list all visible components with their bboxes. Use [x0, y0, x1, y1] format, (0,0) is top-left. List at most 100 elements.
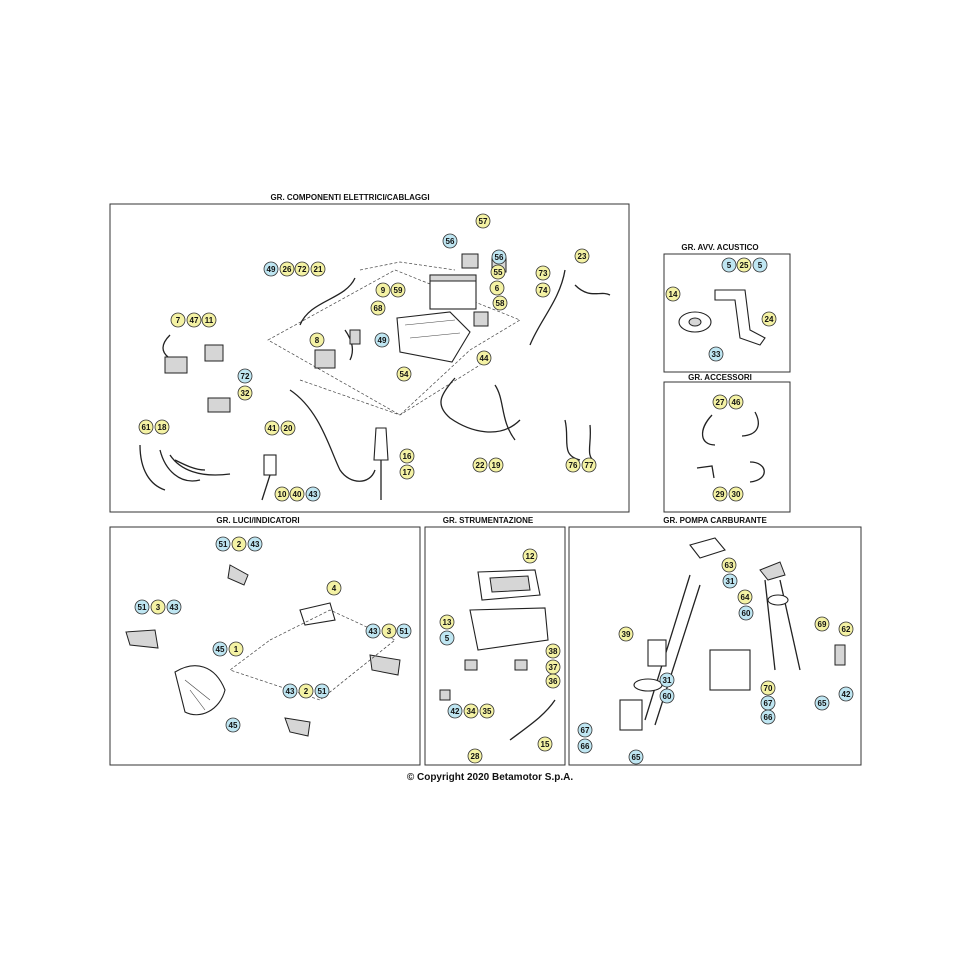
- callout-bubble: [282, 683, 298, 699]
- callout-bubble: [170, 312, 186, 328]
- callout-16: 16: [399, 448, 415, 464]
- callout-13: 13: [439, 614, 455, 630]
- callout-5: 5: [439, 630, 455, 646]
- fuel-filter-part: [647, 639, 667, 667]
- callout-number: 17: [403, 468, 412, 477]
- callout-bubble: [396, 623, 412, 639]
- callout-number: 45: [229, 721, 238, 730]
- callout-number: 46: [732, 398, 741, 407]
- switch-part: [164, 356, 188, 374]
- callout-bubble: [577, 722, 593, 738]
- callout-number: 49: [378, 336, 387, 345]
- callout-bubble: [439, 630, 455, 646]
- callout-number: 35: [483, 707, 492, 716]
- callout-5: 5: [721, 257, 737, 273]
- panel-title-luci: GR. LUCI/INDICATORI: [216, 516, 299, 525]
- callout-41: 41: [264, 420, 280, 436]
- callout-49: 49: [263, 261, 279, 277]
- callout-number: 18: [158, 423, 167, 432]
- callout-bubble: [310, 261, 326, 277]
- callout-bubble: [737, 589, 753, 605]
- callout-bubble: [215, 536, 231, 552]
- callout-number: 67: [764, 699, 773, 708]
- callout-number: 41: [268, 424, 277, 433]
- callout-number: 19: [492, 461, 501, 470]
- callout-number: 67: [581, 726, 590, 735]
- callout-bubble: [138, 419, 154, 435]
- callout-number: 15: [541, 740, 550, 749]
- callout-bubble: [738, 605, 754, 621]
- callout-12: 12: [522, 548, 538, 564]
- callout-bubble: [728, 394, 744, 410]
- callout-bubble: [489, 280, 505, 296]
- headlight-part: [174, 665, 226, 716]
- callout-33: 33: [708, 346, 724, 362]
- callout-bubble: [186, 312, 202, 328]
- callout-number: 62: [842, 625, 851, 634]
- callout-number: 40: [293, 490, 302, 499]
- callout-30: 30: [728, 486, 744, 502]
- callout-27: 27: [712, 394, 728, 410]
- callout-number: 43: [309, 490, 318, 499]
- callout-73: 73: [535, 265, 551, 281]
- callout-number: 23: [578, 252, 587, 261]
- callout-4: 4: [326, 580, 342, 596]
- callout-65: 65: [628, 749, 644, 765]
- callout-number: 8: [315, 336, 320, 345]
- callout-11: 11: [201, 312, 217, 328]
- callout-66: 66: [577, 738, 593, 754]
- callout-bubble: [475, 213, 491, 229]
- callout-number: 66: [764, 713, 773, 722]
- callout-number: 76: [569, 461, 578, 470]
- callout-number: 2: [237, 540, 242, 549]
- callout-60: 60: [659, 688, 675, 704]
- callout-39: 39: [618, 626, 634, 642]
- panel-frame-acustico: [663, 253, 791, 373]
- panel-frame-pompa: [568, 526, 862, 766]
- callout-17: 17: [399, 464, 415, 480]
- callout-number: 4: [332, 584, 337, 593]
- battery-tray-part: [396, 311, 471, 363]
- copyright-notice: © Copyright 2020 Betamotor S.p.A.: [406, 772, 574, 783]
- callout-7: 7: [170, 312, 186, 328]
- indicator-front-right-part: [369, 654, 401, 676]
- callout-65: 65: [814, 695, 830, 711]
- callout-number: 61: [142, 423, 151, 432]
- callout-bubble: [326, 580, 342, 596]
- callout-67: 67: [760, 695, 776, 711]
- callout-number: 43: [286, 687, 295, 696]
- callout-number: 39: [622, 630, 631, 639]
- callout-42: 42: [838, 686, 854, 702]
- callout-36: 36: [545, 673, 561, 689]
- callout-bubble: [154, 419, 170, 435]
- callout-bubble: [752, 257, 768, 273]
- callout-8: 8: [309, 332, 325, 348]
- callout-bubble: [490, 264, 506, 280]
- callout-bubble: [263, 261, 279, 277]
- callout-2: 2: [298, 683, 314, 699]
- callout-number: 51: [219, 540, 228, 549]
- callout-bubble: [618, 626, 634, 642]
- callout-number: 69: [818, 620, 827, 629]
- callout-number: 77: [585, 461, 594, 470]
- callout-number: 22: [476, 461, 485, 470]
- callout-bubble: [728, 486, 744, 502]
- panel-frame-luci: [109, 526, 421, 766]
- callout-bubble: [659, 672, 675, 688]
- callout-22: 22: [472, 457, 488, 473]
- callout-46: 46: [728, 394, 744, 410]
- callout-31: 31: [722, 573, 738, 589]
- instrument-bracket-part: [469, 607, 549, 651]
- callout-number: 42: [451, 707, 460, 716]
- callout-number: 31: [726, 577, 735, 586]
- callout-number: 55: [494, 268, 503, 277]
- callout-number: 73: [539, 269, 548, 278]
- fuel-pump-part: [619, 699, 643, 731]
- callout-43: 43: [247, 536, 263, 552]
- callout-number: 20: [284, 424, 293, 433]
- callout-number: 56: [446, 237, 455, 246]
- callout-bubble: [760, 709, 776, 725]
- callout-number: 11: [205, 316, 214, 325]
- panel-frame-strumentazione: [424, 526, 566, 766]
- callout-number: 28: [471, 752, 480, 761]
